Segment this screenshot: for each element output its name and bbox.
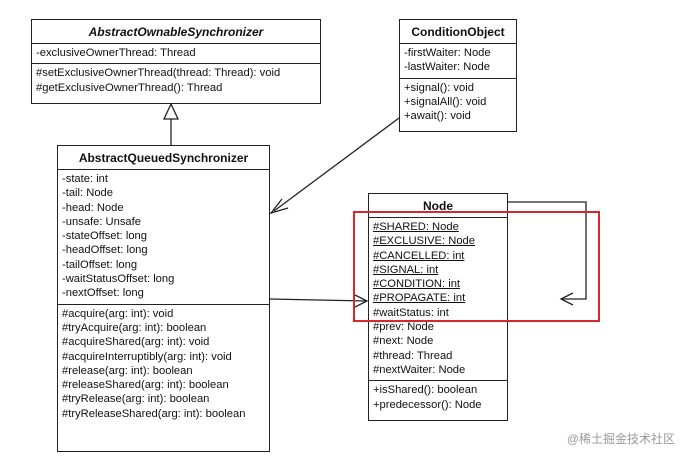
field: -nextOffset: long	[62, 287, 144, 300]
method: +isShared(): boolean	[373, 384, 478, 397]
field: -headOffset: long	[62, 244, 148, 257]
field: #thread: Thread	[373, 349, 453, 362]
abstract-ownable-synchronizer-class: AbstractOwnableSynchronizer -exclusiveOw…	[31, 19, 321, 104]
fields-section: -state: int -tail: Node -head: Node -uns…	[58, 170, 269, 305]
field: #prev: Node	[373, 321, 434, 334]
static-field: #PROPAGATE: int	[373, 292, 466, 305]
field: -head: Node	[62, 201, 124, 214]
field: #waitStatus: int	[373, 306, 449, 319]
class-name: AbstractOwnableSynchronizer	[32, 20, 320, 44]
class-name: ConditionObject	[400, 20, 516, 44]
methods-section: +signal(): void +signalAll(): void +awai…	[400, 79, 516, 127]
class-name: Node	[369, 194, 507, 218]
method: +signalAll(): void	[404, 95, 487, 108]
field: -state: int	[62, 173, 109, 185]
field: -tail: Node	[62, 187, 113, 200]
method: #acquire(arg: int): void	[62, 307, 174, 320]
class-name: AbstractQueuedSynchronizer	[58, 146, 269, 170]
field: #next: Node	[373, 335, 434, 348]
inheritance-arrowhead	[162, 102, 180, 120]
condition-to-aqs-arrowhead	[269, 198, 289, 215]
field: -stateOffset: long	[62, 230, 147, 243]
method: #tryReleaseShared(arg: int): boolean	[62, 407, 246, 420]
method: +await(): void	[404, 110, 471, 123]
methods-section: #setExclusiveOwnerThread(thread: Thread)…	[32, 64, 320, 98]
method: #acquireShared(arg: int): void	[62, 336, 210, 349]
watermark-text: @稀土掘金技术社区	[566, 432, 675, 446]
method: #acquireInterruptibly(arg: int): void	[62, 350, 232, 363]
method: #releaseShared(arg: int): boolean	[62, 379, 229, 392]
field: -exclusiveOwnerThread: Thread	[36, 47, 196, 59]
aqs-to-node-line	[269, 298, 367, 302]
abstract-queued-synchronizer-class: AbstractQueuedSynchronizer -state: int -…	[57, 145, 270, 452]
static-field: #CANCELLED: int	[373, 249, 465, 262]
method: #tryAcquire(arg: int): boolean	[62, 321, 207, 334]
field: -waitStatusOffset: long	[62, 273, 175, 286]
method: #setExclusiveOwnerThread(thread: Thread)…	[36, 67, 281, 80]
method: #getExclusiveOwnerThread(): Thread	[36, 81, 223, 94]
method: +signal(): void	[404, 81, 474, 94]
static-field: #CONDITION: int	[373, 278, 461, 291]
fields-section: -exclusiveOwnerThread: Thread	[32, 44, 320, 65]
method: +predecessor(): Node	[373, 398, 482, 411]
node-class: Node #SHARED: Node #EXCLUSIVE: Node #CAN…	[368, 193, 508, 421]
highlight-box	[353, 211, 600, 322]
methods-section: #acquire(arg: int): void #tryAcquire(arg…	[58, 305, 269, 424]
method: #tryRelease(arg: int): boolean	[62, 393, 210, 406]
field: -lastWaiter: Node	[404, 61, 491, 74]
methods-section: +isShared(): boolean +predecessor(): Nod…	[369, 381, 507, 415]
fields-section: -firstWaiter: Node -lastWaiter: Node	[400, 44, 516, 79]
field: -firstWaiter: Node	[404, 47, 491, 59]
field: -tailOffset: long	[62, 258, 138, 271]
field: -unsafe: Unsafe	[62, 215, 141, 228]
field: #nextWaiter: Node	[373, 363, 466, 376]
fields-section: #SHARED: Node #EXCLUSIVE: Node #CANCELLE…	[369, 218, 507, 382]
method: #release(arg: int): boolean	[62, 364, 193, 377]
condition-object-class: ConditionObject -firstWaiter: Node -last…	[399, 19, 517, 132]
static-field: #SHARED: Node	[373, 221, 459, 233]
static-field: #EXCLUSIVE: Node	[373, 235, 475, 248]
static-field: #SIGNAL: int	[373, 263, 439, 276]
